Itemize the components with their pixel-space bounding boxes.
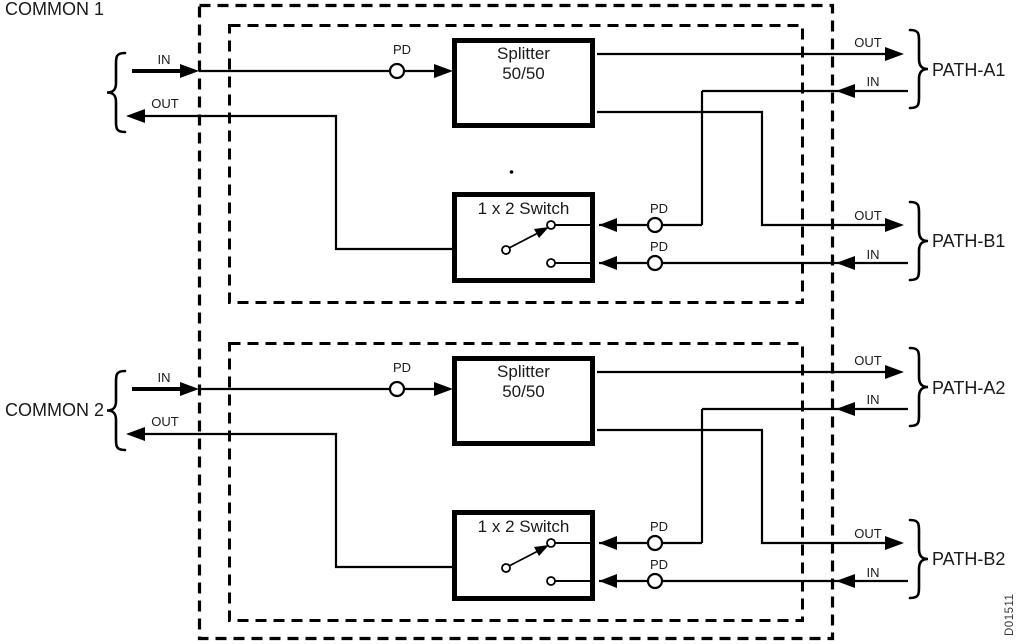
path-a2-out-label: OUT <box>854 353 882 368</box>
pd-label: PD <box>649 519 669 534</box>
pd-label: PD <box>649 557 669 572</box>
path-a2-in-label: IN <box>866 392 880 407</box>
splitter-2-line1: Splitter <box>497 362 550 381</box>
splitter-2-line2: 50/50 <box>502 382 545 401</box>
path-b1-label: PATH-B1 <box>932 231 1006 251</box>
splitter-1-label: Splitter 50/50 <box>454 44 593 84</box>
path-b1-in-label: IN <box>866 247 880 262</box>
splitter-1-line2: 50/50 <box>502 64 545 83</box>
switch-1-label: 1 x 2 Switch <box>477 199 570 218</box>
pd-label: PD <box>392 42 412 57</box>
path-a1-in-label: IN <box>866 74 880 89</box>
splitter-1-line1: Splitter <box>497 44 550 63</box>
pd-label: PD <box>649 201 669 216</box>
path-a2-label: PATH-A2 <box>932 378 1006 398</box>
common-2-in-label: IN <box>157 370 171 385</box>
stray-dot <box>509 170 514 174</box>
path-b1-out-label: OUT <box>854 208 882 223</box>
common-2-out-label: OUT <box>151 414 179 429</box>
path-b2-in-label: IN <box>866 565 880 580</box>
pd-label: PD <box>392 360 412 375</box>
path-a1-label: PATH-A1 <box>932 60 1006 80</box>
switch-2-label: 1 x 2 Switch <box>477 517 570 536</box>
path-a1-out-label: OUT <box>854 35 882 50</box>
common-1-in-label: IN <box>157 52 171 67</box>
common-1-out-label: OUT <box>151 96 179 111</box>
common-2-label: COMMON 2 <box>5 400 104 420</box>
outer-boundary <box>197 3 835 641</box>
splitter-2-label: Splitter 50/50 <box>454 362 593 402</box>
path-b2-label: PATH-B2 <box>932 549 1006 569</box>
pd-label: PD <box>649 239 669 254</box>
figure-code: D01511 <box>1004 593 1016 636</box>
common-1-label: COMMON 1 <box>5 0 104 19</box>
path-b2-out-label: OUT <box>854 526 882 541</box>
